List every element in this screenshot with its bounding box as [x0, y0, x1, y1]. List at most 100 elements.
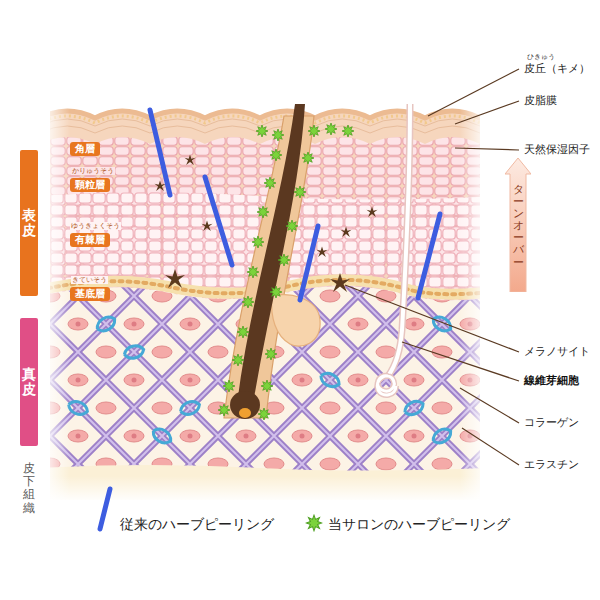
elastin-curl [402, 398, 425, 417]
green-star [261, 380, 273, 392]
green-star [247, 266, 259, 278]
green-star [256, 125, 268, 137]
green-star [302, 152, 314, 164]
green-star-sample [306, 515, 322, 531]
melanocytes [155, 155, 378, 293]
melanocyte [165, 269, 185, 288]
green-star [218, 404, 230, 416]
part-label: コラーゲン [524, 416, 579, 429]
green-star [265, 348, 277, 360]
leader-line [428, 69, 519, 116]
blue-needle [150, 110, 170, 195]
green-star [308, 125, 320, 137]
part-label: 天然保湿因子 [524, 143, 590, 156]
elastin-curl [430, 426, 453, 446]
layer-name: 有棘層 [75, 234, 105, 246]
legend-swatch [96, 486, 114, 532]
conventional-peeling-marks [150, 110, 440, 300]
skin-section [50, 95, 480, 500]
green-star [232, 354, 244, 366]
green-star [325, 123, 337, 135]
label-holder: ひきゅう [527, 53, 555, 61]
green-star [257, 206, 269, 218]
layer-tag: 基底層 [70, 287, 110, 301]
melanocyte [330, 273, 350, 292]
melanin [317, 247, 328, 257]
dermis-band: 真皮 [20, 318, 38, 446]
right-fade [460, 95, 480, 500]
ruby-text: ひきゅう [527, 53, 555, 61]
elastin-curl [318, 370, 341, 389]
elastin-curl [123, 344, 145, 361]
green-star [286, 220, 298, 232]
sweat-gland [377, 376, 396, 395]
hair-shaft [237, 104, 305, 404]
melanin [341, 227, 352, 237]
green-star [278, 254, 290, 266]
melanin [202, 221, 213, 231]
node-text: 表皮 [22, 208, 36, 239]
layer-tag: 角層 [70, 142, 100, 156]
part-label: メラノサイト [524, 345, 590, 358]
sweat-gland [377, 376, 396, 395]
melanin [155, 181, 166, 191]
leader-lines [345, 69, 519, 465]
dermal-papilla [239, 408, 251, 418]
hair-bulb [230, 391, 260, 419]
label-holder: かりゅうそう [71, 167, 115, 175]
label-holder: きていそう [71, 276, 108, 284]
legend-holder: 当サロンのハーブピーリング [328, 516, 510, 533]
green-star [264, 177, 276, 189]
legend-holder: 従来のハーブピーリング [120, 516, 274, 533]
node-text: 真皮 [22, 367, 36, 398]
label-holder: メラノサイト [524, 345, 590, 358]
leader-line [345, 285, 519, 352]
blue-needle [300, 226, 318, 300]
elastin-curl [94, 314, 117, 334]
leader-line [455, 101, 519, 124]
label-holder: 皮下組織 [23, 462, 35, 515]
melanin [185, 155, 196, 165]
green-star [342, 125, 354, 137]
part-label: エラスチン [524, 458, 579, 471]
blue-needle [205, 177, 232, 265]
layer-name: 角層 [75, 143, 95, 155]
part-label: 皮脂膜 [524, 94, 557, 107]
label-holder: コラーゲン [524, 416, 579, 429]
layer-label: 皮下組織 [23, 462, 35, 515]
green-star [223, 380, 235, 392]
label-holder: 皮脂膜 [524, 94, 557, 107]
layer-name: 顆粒層 [75, 179, 105, 191]
layer-tag: 有棘層 [70, 233, 110, 247]
green-star [294, 186, 306, 198]
sweat-duct [388, 104, 410, 376]
sebum-film [50, 111, 480, 118]
elastin-curl [430, 314, 453, 334]
green-star [258, 408, 270, 420]
legend-swatch [305, 514, 323, 532]
ruby-text: ゆうきょくそう [70, 222, 121, 230]
green-star [252, 236, 264, 248]
moisturizing-factor [50, 116, 480, 123]
melanin [367, 207, 378, 217]
label-holder: 皮丘（キメ） [524, 62, 590, 75]
leader-line [402, 342, 519, 381]
blue-needle-sample [100, 489, 110, 529]
turnover-arrow: ターンオーバー [505, 158, 531, 292]
ruby-text: きていそう [71, 276, 108, 284]
legend-text: 当サロンのハーブピーリング [328, 516, 510, 532]
leader-line [460, 388, 519, 423]
sebaceous-gland [272, 295, 321, 347]
legend-text: 従来のハーブピーリング [120, 516, 274, 532]
green-star [242, 296, 254, 308]
part-label: 線維芽細胞 [524, 374, 579, 387]
label-holder: 天然保湿因子 [524, 143, 590, 156]
sweat-duct [388, 104, 410, 376]
epidermis-band: 表皮 [20, 150, 38, 296]
label-holder: ゆうきょくそう [70, 222, 121, 230]
bottom-fade [50, 476, 480, 500]
elastin-curl [179, 399, 202, 417]
